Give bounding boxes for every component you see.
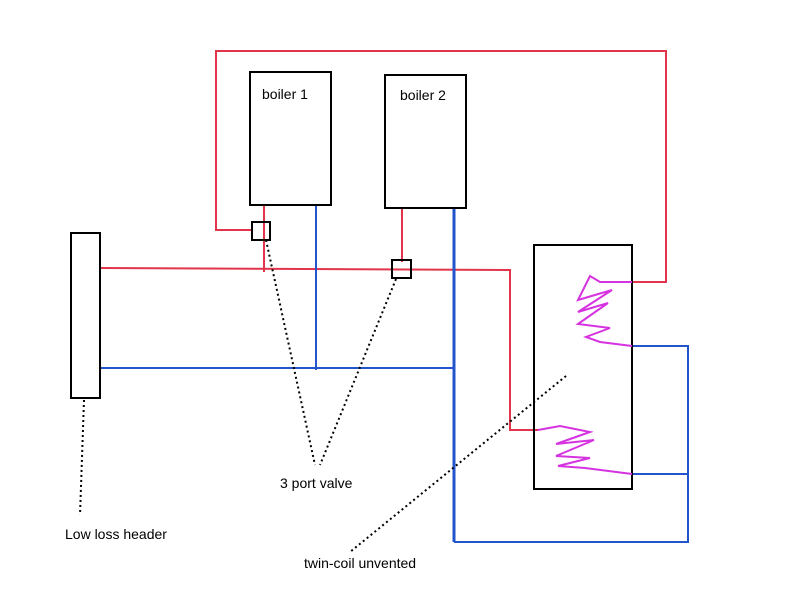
header-label: Low loss header <box>65 526 167 542</box>
cylinder-label: twin-coil unvented <box>304 555 417 571</box>
cylinder-leader-line <box>349 375 567 553</box>
flow-loop-top-pipe <box>215 50 667 283</box>
boiler1-label: boiler 1 <box>262 86 308 102</box>
valve-leader-line-1 <box>265 239 316 466</box>
boiler-1 <box>249 71 332 206</box>
header-leader-line <box>79 399 85 516</box>
lower-coil <box>537 424 633 475</box>
header-flow-pipe <box>99 267 538 431</box>
upper-coil <box>575 274 633 347</box>
valve-label: 3 port valve <box>280 475 353 491</box>
boiler2-label: boiler 2 <box>400 87 446 103</box>
boiler-2 <box>384 74 467 209</box>
valve-leader-line-2 <box>319 278 397 466</box>
three-port-valve-1 <box>251 221 271 241</box>
twin-coil-cylinder <box>533 244 633 490</box>
cylinder-return-pipe <box>454 345 689 543</box>
low-loss-header <box>70 232 101 399</box>
three-port-valve-2 <box>391 259 412 279</box>
